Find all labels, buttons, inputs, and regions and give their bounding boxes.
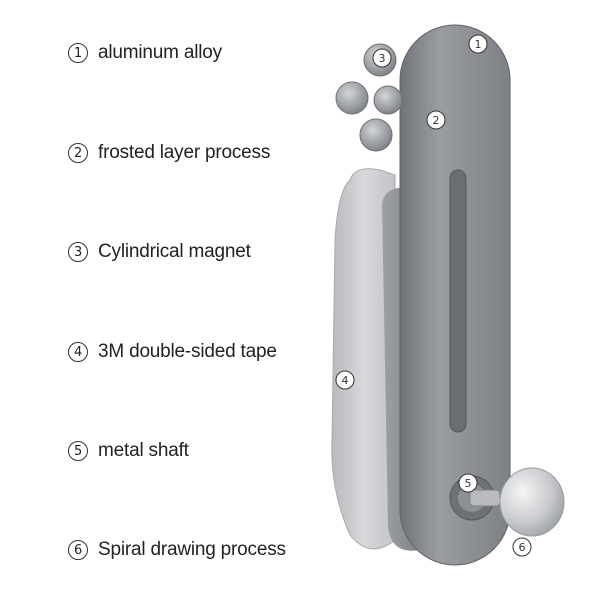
product-illustration: 1 2 3 4 5 6 [331, 24, 565, 566]
svg-text:2: 2 [433, 114, 440, 127]
feature-list: 1 aluminum alloy 2 frosted layer process… [68, 38, 286, 565]
feature-item-cylindrical-magnet: 3 Cylindrical magnet [68, 237, 251, 267]
feature-label: frosted layer process [98, 142, 271, 163]
feature-item-aluminum-alloy: 1 aluminum alloy [68, 38, 222, 68]
callout-3: 3 [372, 48, 392, 68]
feature-number: 2 [68, 143, 88, 163]
callout-4: 4 [335, 370, 355, 390]
feature-item-frosted-layer: 2 frosted layer process [68, 138, 270, 168]
feature-label: metal shaft [98, 440, 189, 461]
svg-text:4: 4 [342, 374, 349, 387]
plate-slot [449, 169, 467, 433]
metal-shaft [469, 489, 501, 507]
spiral-knob [499, 467, 565, 537]
svg-text:1: 1 [475, 38, 482, 51]
feature-item-double-sided-tape: 4 3M double-sided tape [68, 337, 277, 367]
feature-number: 3 [68, 242, 88, 262]
callout-1: 1 [468, 34, 488, 54]
feature-label: Cylindrical magnet [98, 241, 251, 262]
feature-item-spiral-drawing: 6 Spiral drawing process [68, 535, 286, 565]
feature-number: 5 [68, 441, 88, 461]
tape-layer [331, 168, 396, 550]
callout-5: 5 [458, 473, 478, 493]
feature-label: 3M double-sided tape [98, 341, 277, 362]
svg-text:3: 3 [379, 52, 386, 65]
feature-number: 6 [68, 540, 88, 560]
svg-text:6: 6 [519, 541, 526, 554]
magnet-bottom [359, 118, 393, 152]
magnet-center [373, 85, 403, 115]
feature-label: Spiral drawing process [98, 539, 286, 560]
feature-number: 1 [68, 43, 88, 63]
feature-item-metal-shaft: 5 metal shaft [68, 436, 189, 466]
callout-6: 6 [512, 537, 532, 557]
svg-text:5: 5 [465, 477, 472, 490]
feature-label: aluminum alloy [98, 42, 222, 63]
callout-2: 2 [426, 110, 446, 130]
feature-number: 4 [68, 342, 88, 362]
magnet-left [335, 81, 369, 115]
